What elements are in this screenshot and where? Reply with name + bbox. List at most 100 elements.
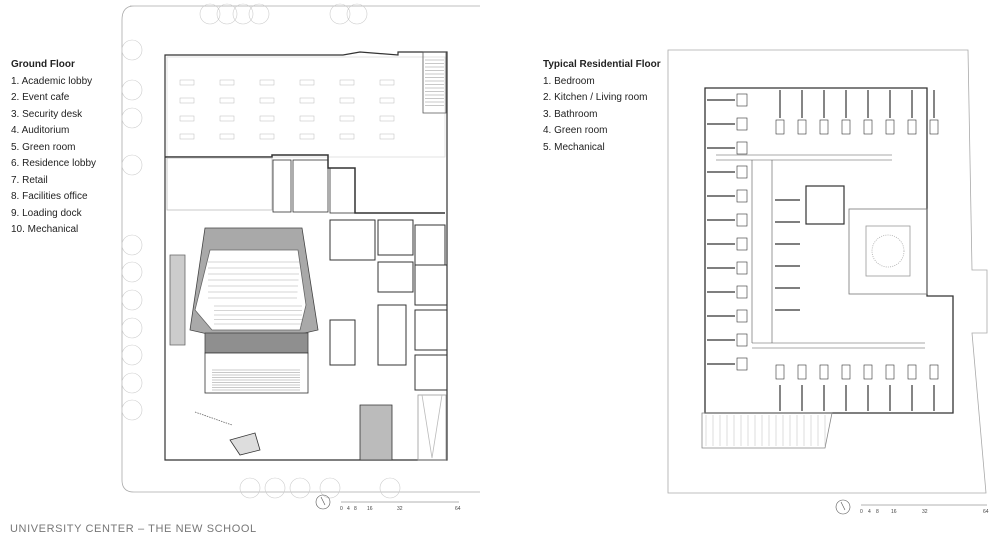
legend-item: 5. Green room xyxy=(11,141,76,153)
retail-fixture xyxy=(259,115,275,122)
retail-fixture xyxy=(299,79,315,86)
tree-icon xyxy=(329,3,351,25)
scale-tick: 64 xyxy=(455,506,461,512)
bathroom xyxy=(885,119,895,135)
retail-wall xyxy=(165,154,445,214)
retail-fixture xyxy=(299,133,315,140)
site-boundary xyxy=(121,5,480,493)
scale-tick: 8 xyxy=(876,509,879,515)
retail-fixture xyxy=(379,79,395,86)
bathroom xyxy=(736,333,748,347)
scale-tick: 16 xyxy=(891,509,897,515)
north-arrow-icon xyxy=(315,494,331,510)
room xyxy=(377,261,414,293)
room xyxy=(414,309,448,351)
mechanical-shafts xyxy=(272,159,292,213)
green-room xyxy=(865,225,911,277)
event-cafe xyxy=(204,352,309,394)
retail-fixture xyxy=(339,97,355,104)
bathroom xyxy=(841,364,851,380)
legend-item: 8. Facilities office xyxy=(11,191,88,202)
stair-south xyxy=(359,404,393,461)
tree-icon xyxy=(264,477,286,499)
room xyxy=(329,319,356,366)
legend-item: 9. Loading dock xyxy=(11,207,82,219)
legend-item: 6. Residence lobby xyxy=(11,158,97,169)
tree-icon xyxy=(239,477,261,499)
retail-fixture xyxy=(259,79,275,86)
tree-icon xyxy=(346,3,368,25)
legend-item: 4. Green room xyxy=(543,125,608,136)
auditorium-seats xyxy=(208,261,302,325)
tree-icon xyxy=(289,477,311,499)
bathroom xyxy=(929,119,939,135)
tree-icon xyxy=(121,289,143,311)
tree-icon xyxy=(121,79,143,101)
tree-icon xyxy=(232,3,254,25)
legend-item: 2. Kitchen / Living room xyxy=(543,92,648,103)
mechanical-room xyxy=(805,185,845,225)
bathroom xyxy=(736,189,748,203)
scale-tick: 16 xyxy=(367,506,373,512)
tree-icon xyxy=(379,477,401,499)
residential-scale-bar: 0 4 8 16 32 64 xyxy=(835,499,989,515)
scale-tick: 4 xyxy=(347,506,350,512)
retail-fixture xyxy=(299,97,315,104)
legend-item: 3. Bathroom xyxy=(543,108,598,120)
residential-floor-plan xyxy=(667,49,988,494)
legend-item: 5. Mechanical xyxy=(543,141,605,153)
corridor xyxy=(716,154,925,349)
mechanical-room xyxy=(329,167,356,214)
scale-tick: 8 xyxy=(354,506,357,512)
street-trees xyxy=(121,3,401,499)
bathroom xyxy=(929,364,939,380)
legend-item: 7. Retail xyxy=(11,174,48,186)
building-outline xyxy=(704,87,954,414)
bathroom xyxy=(841,119,851,135)
mechanical-room xyxy=(292,159,329,213)
bathroom xyxy=(736,141,748,155)
legend-item: 2. Event cafe xyxy=(11,92,70,103)
building-outline xyxy=(164,51,448,461)
caption: UNIVERSITY CENTER – THE NEW SCHOOL xyxy=(10,523,257,535)
stair-west xyxy=(169,254,186,346)
tree-icon xyxy=(121,399,143,421)
bathroom xyxy=(736,309,748,323)
tree-icon xyxy=(121,317,143,339)
retail-fixture xyxy=(179,79,195,86)
stage xyxy=(204,332,309,354)
bathroom xyxy=(775,364,785,380)
retail-fixture xyxy=(179,115,195,122)
terrace xyxy=(701,412,833,449)
bathroom xyxy=(736,117,748,131)
ground-floor-plan xyxy=(121,3,480,499)
retail-fixture xyxy=(379,115,395,122)
bathroom xyxy=(736,165,748,179)
bathroom xyxy=(736,285,748,299)
courtyard xyxy=(848,208,928,295)
tree-icon xyxy=(121,344,143,366)
retail-fixture xyxy=(379,97,395,104)
residential-floor-legend-title: Typical Residential Floor xyxy=(543,59,661,70)
retail-fixture xyxy=(259,133,275,140)
event-cafe-steps xyxy=(212,369,300,391)
retail-fixture xyxy=(339,79,355,86)
service-rooms xyxy=(329,219,448,391)
scale-tick: 0 xyxy=(340,506,343,512)
retail-fixture xyxy=(179,97,195,104)
bathroom xyxy=(736,93,748,107)
scale-tick: 4 xyxy=(868,509,871,515)
room xyxy=(377,219,414,256)
bathroom xyxy=(736,261,748,275)
security-desk xyxy=(229,432,261,456)
scale-tick: 32 xyxy=(922,509,928,515)
entry-ramp xyxy=(194,411,233,426)
bathroom xyxy=(819,364,829,380)
tree-icon xyxy=(248,3,270,25)
residential-units xyxy=(707,90,939,411)
bathroom xyxy=(863,119,873,135)
tree-icon xyxy=(121,261,143,283)
retail-fixture xyxy=(379,133,395,140)
residential-floor-legend: Typical Residential Floor 1. Bedroom 2. … xyxy=(543,57,661,156)
